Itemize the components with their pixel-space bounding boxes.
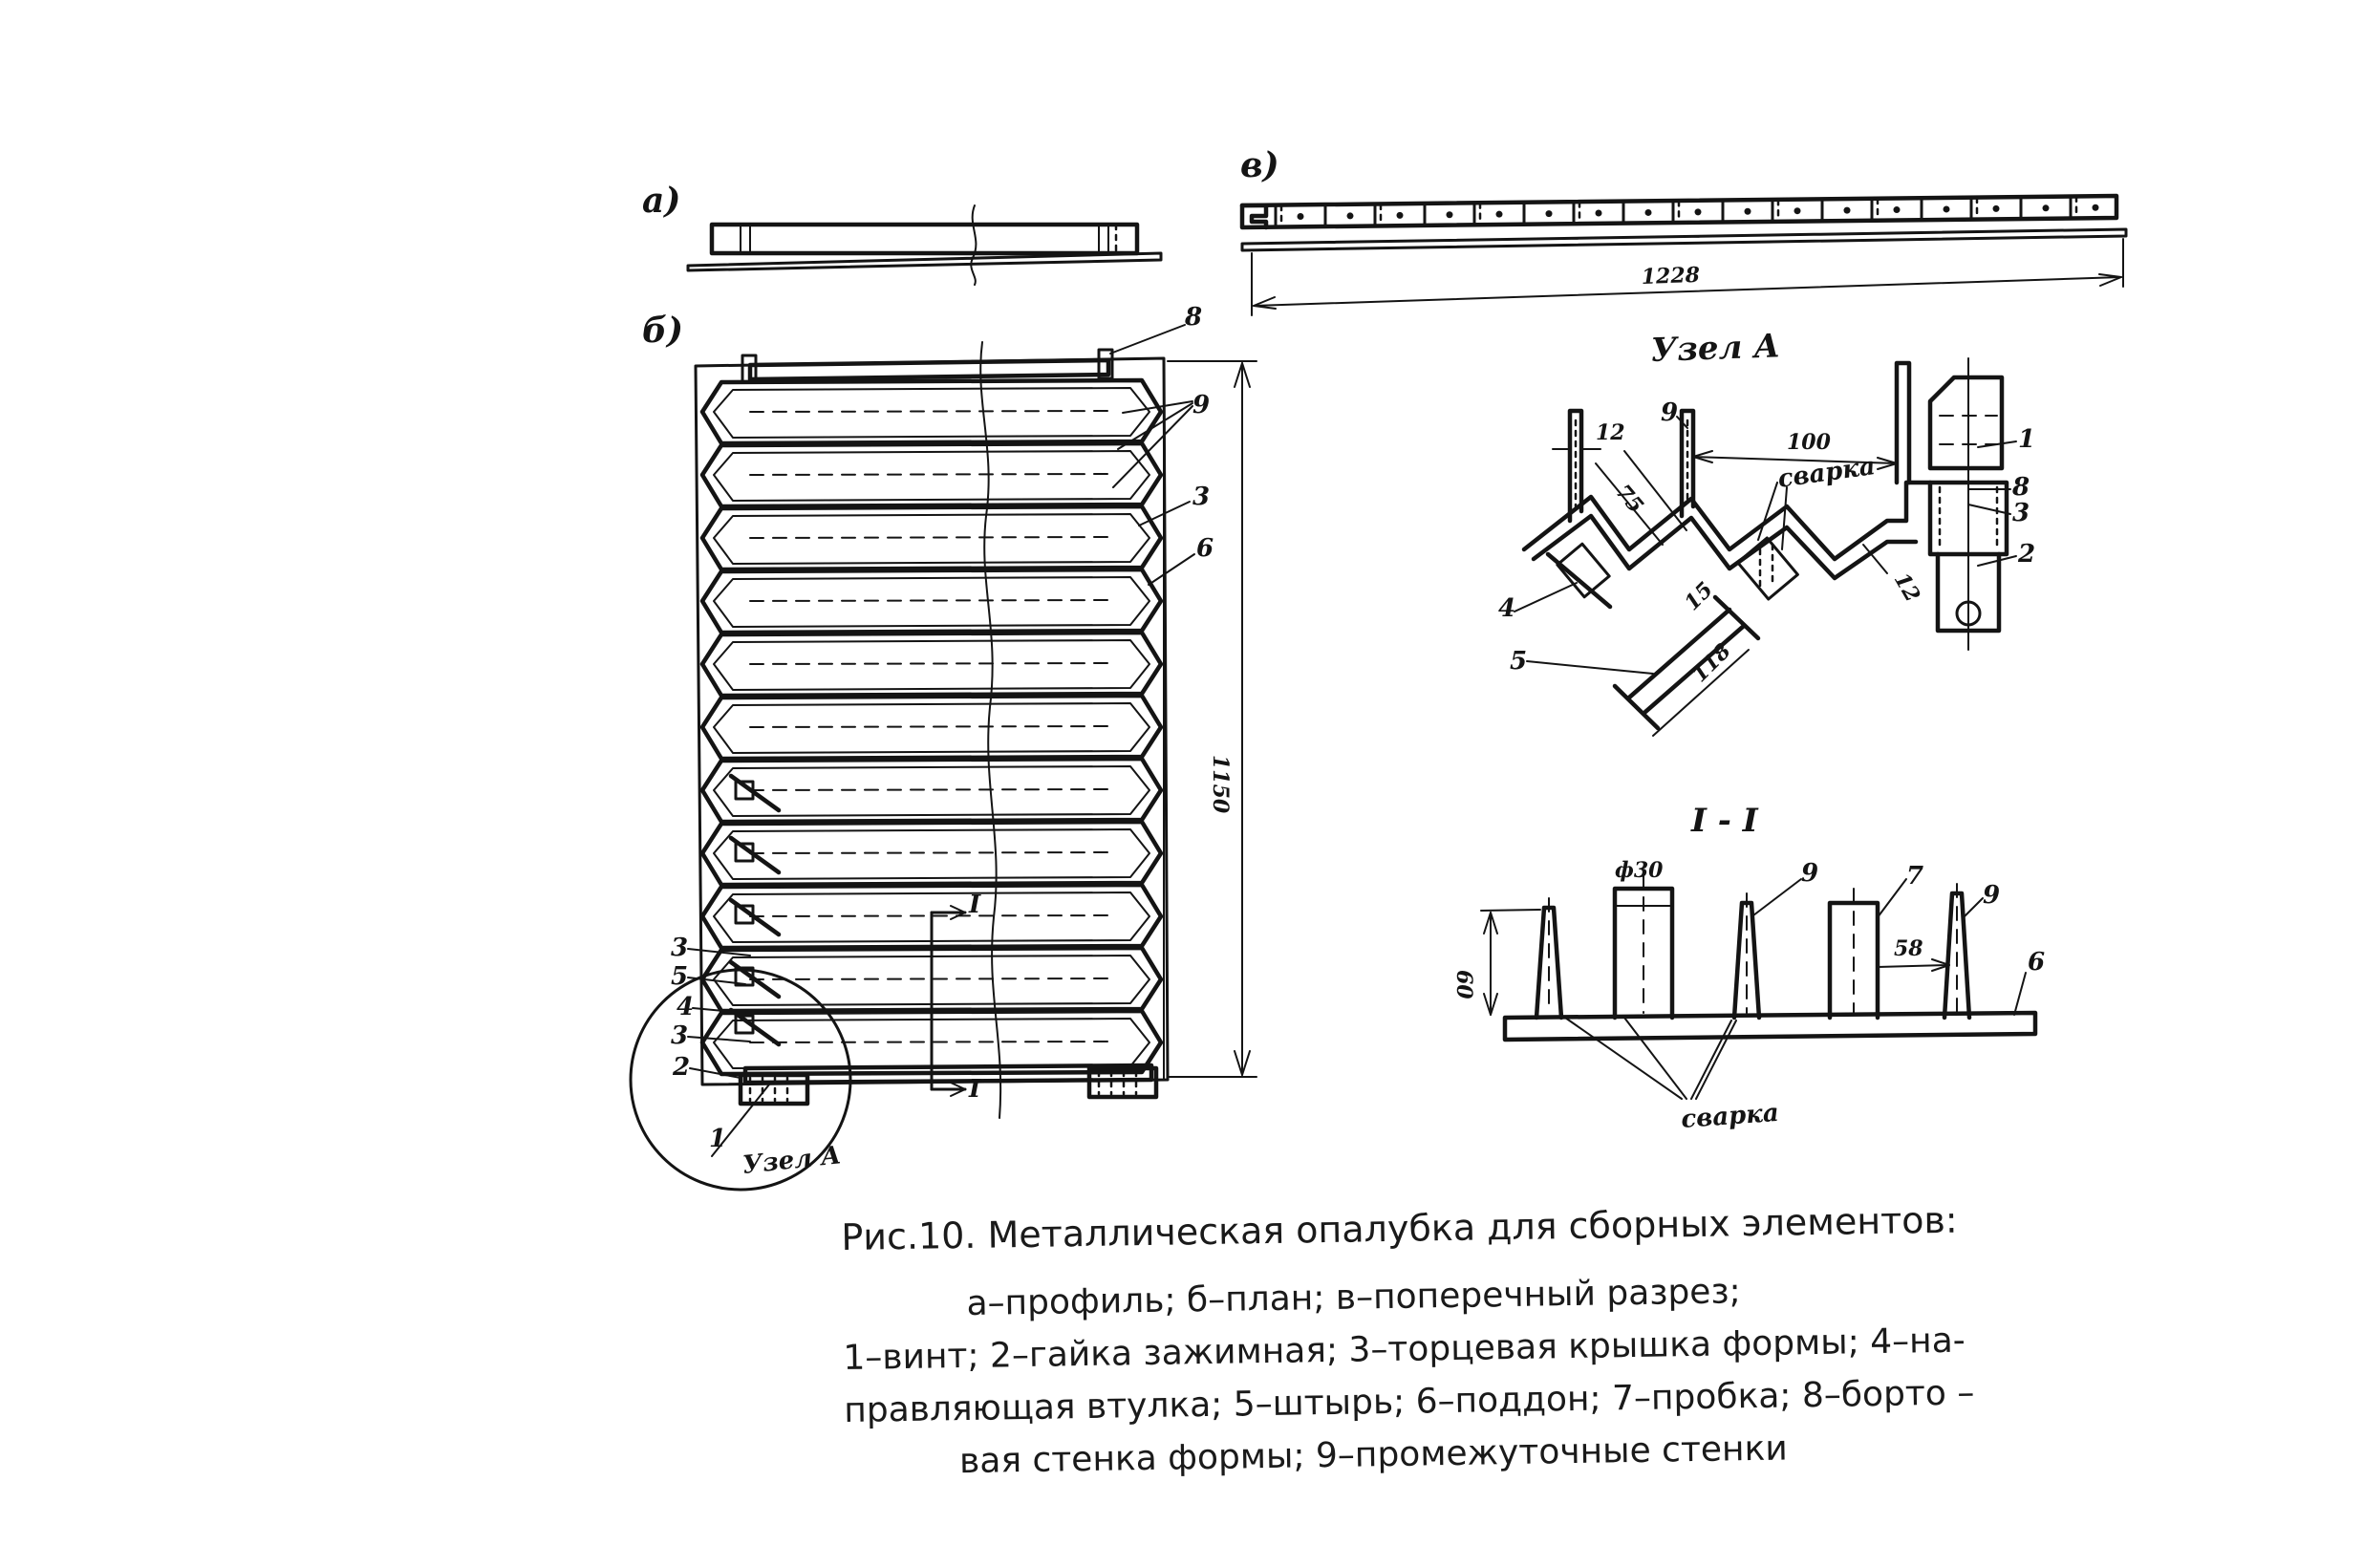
view-v-cross-section: в) 1228	[1239, 145, 2128, 316]
section-dim-d30: ф30	[1615, 858, 1664, 883]
plan-callout-9: 9	[1192, 391, 1210, 419]
plan-callout-1: 1	[709, 1125, 726, 1153]
node-a-detail: Узел А 12 75 100 сварка 4 118	[1498, 327, 2035, 737]
cross-length-dim: 1228	[1641, 263, 1700, 290]
view-a-profile: а)	[642, 181, 1163, 286]
node-a-circle	[629, 968, 852, 1192]
plan-height-dim: 1150	[1208, 755, 1233, 814]
node-a-dim-118: 118	[1687, 638, 1736, 687]
plan-callout-2: 2	[672, 1053, 690, 1082]
plan-callout-3c: 3	[1192, 483, 1210, 511]
view-b-label: б)	[642, 311, 683, 351]
plan-callout-5: 5	[671, 962, 688, 991]
node-a-callout-8: 8	[2011, 473, 2030, 502]
section-callout-7: 7	[1906, 862, 1923, 891]
node-a-callout-4: 4	[1498, 594, 1515, 623]
section-dim-60: 60	[1451, 970, 1476, 999]
node-a-dim-12b: 12	[1889, 569, 1925, 607]
plan-left-callouts: 3 5 4 3 2	[671, 934, 751, 1082]
plan-node-a-label: Узел А	[741, 1141, 843, 1180]
node-a-callout-2: 2	[2017, 540, 2035, 569]
node-a-callout-5: 5	[1510, 647, 1527, 676]
node-a-dim-100: 100	[1787, 430, 1832, 455]
section-callout-9b: 9	[1983, 881, 2000, 910]
section-mark-bottom: I	[968, 1075, 981, 1104]
section-title: I - I	[1690, 802, 1759, 840]
figure-caption: Рис.10. Металлическая опалубка для сборн…	[841, 1193, 1975, 1489]
node-a-weld-label: сварка	[1776, 452, 1878, 494]
plan-callout-3b: 3	[671, 1021, 688, 1050]
cross-section-cells	[1274, 195, 2099, 229]
node-a-dim-15: 15	[1680, 577, 1718, 615]
plan-callout-8: 8	[1184, 303, 1202, 332]
node-a-callout-3: 3	[2012, 499, 2030, 527]
section-callout-9a: 9	[1801, 859, 1818, 888]
plan-callout-3a: 3	[671, 934, 688, 962]
node-a-dim-75: 75	[1610, 480, 1648, 518]
plan-compartments	[699, 377, 1164, 1077]
section-weld-label: сварка	[1680, 1099, 1779, 1134]
plan-callout-6: 6	[1196, 534, 1214, 563]
view-a-label: а)	[642, 181, 680, 221]
section-callout-6: 6	[2028, 948, 2045, 977]
node-a-title: Узел А	[1650, 327, 1781, 370]
plan-right-callouts: 8 9 3 6	[1109, 303, 1214, 586]
node-a-callout-9: 9	[1661, 398, 1678, 427]
section-i-i: I - I 6 ф30 9 7 9 58 60	[1451, 802, 2045, 1134]
section-dim-58: 58	[1894, 936, 1923, 961]
node-a-dim-12a: 12	[1596, 420, 1625, 445]
section-mark-top: I	[968, 891, 981, 919]
view-b-plan: б) 1150 I I 1 Узел А	[629, 303, 1257, 1192]
view-v-label: в)	[1240, 145, 1279, 185]
node-a-callout-1: 1	[2018, 425, 2035, 454]
plan-dowel-pins	[728, 773, 782, 1047]
plan-callout-4: 4	[677, 993, 694, 1021]
